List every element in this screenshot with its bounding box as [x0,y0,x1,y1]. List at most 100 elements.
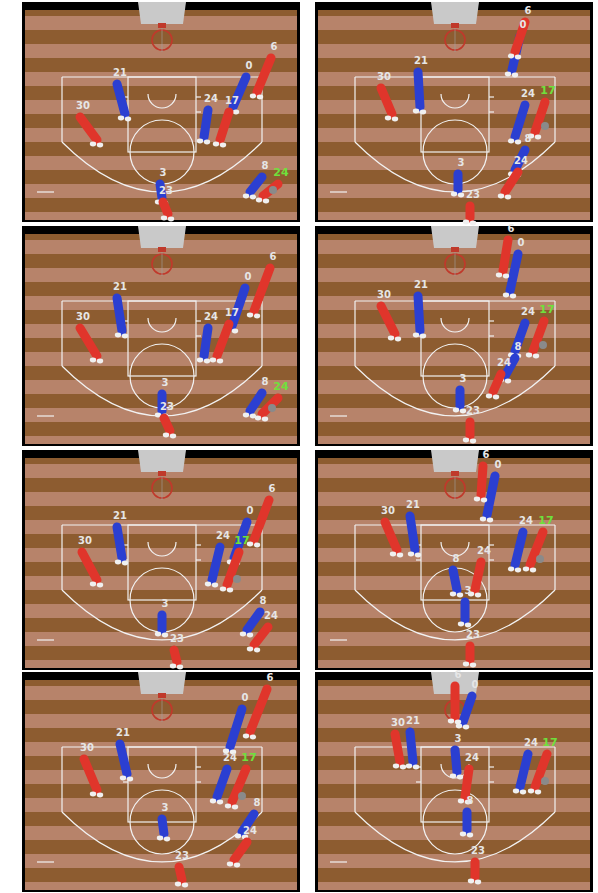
player-foot [463,725,469,730]
jersey-number: 0 [518,237,525,248]
player-foot [168,217,174,222]
jersey-number: 24 [273,167,288,178]
player-foot [204,140,210,145]
player-foot [530,568,536,573]
player-figure [161,202,174,221]
jersey-number: 21 [113,281,127,292]
player-foot [413,765,419,770]
player-foot [458,193,464,198]
player-figure [450,750,463,779]
jersey-number: 0 [472,679,479,690]
player-body [471,862,480,877]
player-figure [115,527,128,565]
jersey-number: 21 [414,55,428,66]
player-body [250,393,262,411]
jersey-number: 17 [542,737,557,748]
player-foot [227,862,233,867]
player-body [455,750,457,772]
player-figure [486,374,501,399]
player-figure [468,862,481,884]
player-foot [243,413,249,418]
player-foot [395,337,401,342]
player-body [520,754,528,787]
player-figure [458,602,471,627]
player-foot [255,416,261,421]
player-foot [247,313,253,318]
player-body [466,422,475,436]
player-foot [247,647,253,652]
player-figure [250,58,271,99]
court [22,672,300,892]
player-foot [204,359,210,364]
ball [238,792,246,800]
player-foot [175,882,181,887]
player-body [461,602,470,620]
jersey-number: 8 [260,595,267,606]
jersey-number: 24 [264,610,278,621]
player-foot [182,883,188,888]
court [315,2,593,222]
jersey-number: 30 [377,289,391,300]
jersey-number: 24 [497,357,511,368]
player-foot [254,314,260,319]
player-body [487,476,495,515]
player-foot [213,142,219,147]
player-foot [234,863,240,868]
jersey-number: 21 [414,279,428,290]
player-foot [470,439,476,444]
jersey-number: 17 [234,535,249,546]
player-foot [115,560,121,565]
player-foot [470,221,476,226]
jersey-number: 24 [204,93,218,104]
player-foot [415,553,421,558]
player-foot [118,116,124,121]
player-foot [453,408,459,413]
player-foot [385,116,391,121]
player-foot [515,55,521,60]
player-foot [535,790,541,795]
player-figure [197,110,210,144]
player-figure [474,466,487,502]
player-foot [250,94,256,99]
player-foot [448,719,454,724]
player-figure [453,390,466,413]
player-foot [122,334,128,339]
player-foot [161,216,167,221]
jersey-number: 24 [204,311,218,322]
ball [269,186,277,194]
player-foot [463,662,469,667]
jersey-number: 21 [113,67,127,78]
player-foot [475,880,481,885]
jersey-number: 3 [465,585,472,596]
jersey-number: 8 [254,797,261,808]
player-figure [210,324,229,363]
jersey-number: 24 [521,306,535,317]
player-body [515,105,525,137]
player-foot [481,498,487,503]
player-body [179,867,182,880]
jersey-number: 8 [262,376,269,387]
player-figure [117,84,131,121]
jersey-number: 21 [113,510,127,521]
player-foot [515,568,521,573]
player-body [418,296,420,331]
player-foot [120,776,126,781]
player-figure [80,117,103,147]
player-figure [450,570,463,597]
player-body [254,627,268,645]
player-body [212,547,220,580]
jersey-number: 24 [477,545,491,556]
jersey-number: 3 [162,802,169,813]
player-figure [227,842,247,867]
player-figure [220,552,241,592]
player-body [385,522,397,550]
player-foot [217,800,223,805]
player-body [254,500,269,540]
player-foot [451,192,457,197]
jersey-number: 23 [159,185,173,196]
player-foot [513,789,519,794]
player-figure [463,422,476,443]
player-body [234,842,247,860]
player-foot [388,336,394,341]
